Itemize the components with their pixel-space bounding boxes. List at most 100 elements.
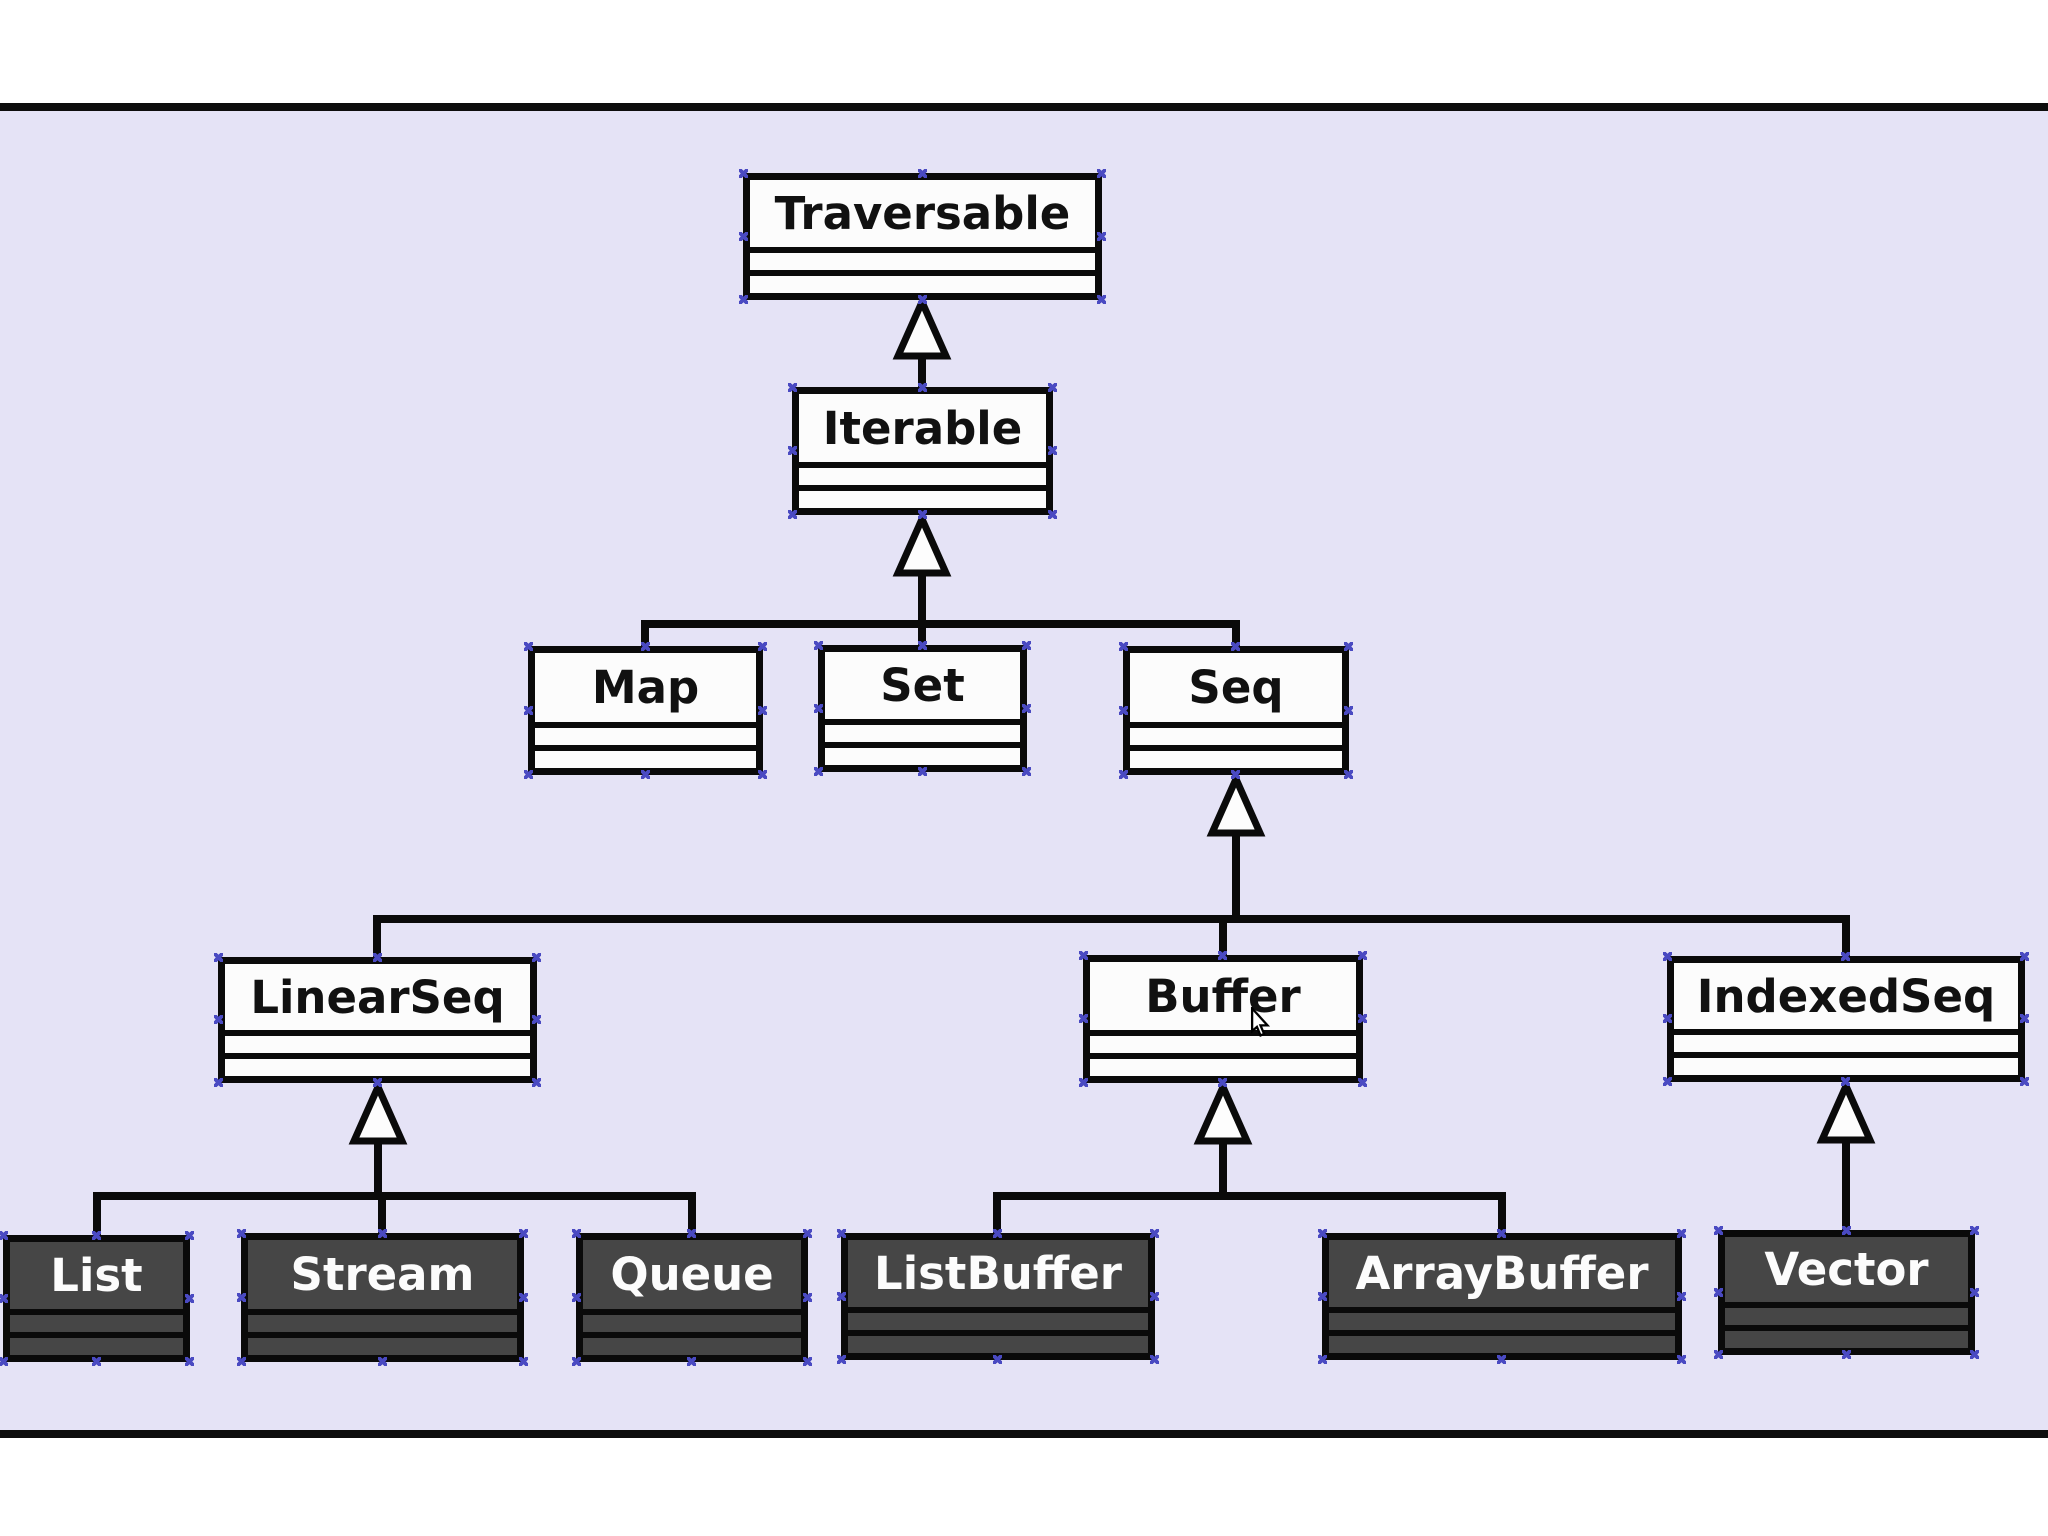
selection-handle[interactable] [185,1231,194,1240]
selection-handle[interactable] [1677,1291,1686,1301]
selection-handle[interactable] [0,1293,8,1303]
selection-handle[interactable] [572,1229,581,1238]
selection-handle[interactable] [1231,770,1240,779]
selection-handle[interactable] [1497,1355,1506,1364]
selection-handle[interactable] [524,642,533,651]
selection-handle[interactable] [837,1355,846,1364]
selection-handle[interactable] [1663,1077,1672,1086]
class-box-buffer[interactable]: Buffer [1079,951,1367,1087]
selection-handle[interactable] [758,705,767,715]
selection-handle[interactable] [524,705,533,715]
class-box-seq[interactable]: Seq [1119,642,1353,779]
class-box-vector[interactable]: Vector [1714,1226,1979,1359]
selection-handle[interactable] [1970,1226,1979,1235]
selection-handle[interactable] [1344,705,1353,715]
selection-handle[interactable] [917,767,927,776]
selection-handle[interactable] [1344,642,1353,651]
selection-handle[interactable] [372,1078,382,1087]
selection-handle[interactable] [917,295,927,304]
selection-handle[interactable] [237,1357,246,1366]
selection-handle[interactable] [1663,1014,1672,1023]
selection-handle[interactable] [519,1229,528,1238]
selection-handle[interactable] [739,169,748,178]
selection-handle[interactable] [1022,767,1031,776]
selection-handle[interactable] [1970,1287,1979,1297]
selection-handle[interactable] [1318,1355,1327,1364]
selection-handle[interactable] [1218,1078,1227,1087]
class-box-queue[interactable]: Queue [572,1229,812,1366]
selection-handle[interactable] [1048,383,1057,392]
selection-handle[interactable] [758,770,767,779]
selection-handle[interactable] [1150,1355,1159,1364]
selection-handle[interactable] [1097,169,1106,178]
selection-handle[interactable] [1841,952,1850,961]
selection-handle[interactable] [687,1357,696,1366]
selection-handle[interactable] [837,1291,846,1301]
selection-handle[interactable] [519,1292,528,1302]
selection-handle[interactable] [917,510,927,519]
class-box-list[interactable]: List [0,1231,194,1366]
selection-handle[interactable] [758,642,767,651]
selection-handle[interactable] [572,1357,581,1366]
selection-handle[interactable] [1497,1229,1506,1238]
selection-handle[interactable] [1231,642,1240,651]
selection-handle[interactable] [1677,1229,1686,1238]
selection-handle[interactable] [572,1292,581,1302]
selection-handle[interactable] [237,1292,246,1302]
selection-handle[interactable] [1079,1014,1088,1023]
selection-handle[interactable] [993,1355,1002,1364]
selection-handle[interactable] [803,1357,812,1366]
selection-handle[interactable] [917,641,927,650]
selection-handle[interactable] [1097,231,1106,241]
selection-handle[interactable] [640,770,650,779]
selection-handle[interactable] [377,1229,387,1238]
selection-handle[interactable] [1677,1355,1686,1364]
edge-iterable-to-traversable[interactable] [892,293,952,391]
selection-handle[interactable] [1079,951,1088,960]
selection-handle[interactable] [1714,1226,1723,1235]
edge-listbuffer-arraybuffer-to-buffer[interactable] [993,1078,1506,1237]
selection-handle[interactable] [1150,1229,1159,1238]
selection-handle[interactable] [1048,446,1057,455]
selection-handle[interactable] [1358,1078,1367,1087]
selection-handle[interactable] [1022,703,1031,713]
selection-handle[interactable] [837,1229,846,1238]
selection-handle[interactable] [2020,1077,2029,1086]
selection-handle[interactable] [1097,295,1106,304]
selection-handle[interactable] [1970,1350,1979,1359]
selection-handle[interactable] [1841,1350,1851,1359]
selection-handle[interactable] [214,1015,223,1024]
selection-handle[interactable] [803,1229,812,1238]
selection-handle[interactable] [1663,952,1672,961]
selection-handle[interactable] [1079,1078,1088,1087]
selection-handle[interactable] [2020,952,2029,961]
selection-handle[interactable] [1119,642,1128,651]
class-box-indexedseq[interactable]: IndexedSeq [1663,952,2029,1086]
selection-handle[interactable] [1022,641,1031,650]
selection-handle[interactable] [917,169,927,178]
selection-handle[interactable] [687,1229,696,1238]
class-box-arraybuffer[interactable]: ArrayBuffer [1318,1229,1686,1364]
selection-handle[interactable] [788,446,797,455]
selection-handle[interactable] [917,383,927,392]
selection-handle[interactable] [739,295,748,304]
selection-handle[interactable] [814,767,823,776]
selection-handle[interactable] [91,1231,101,1240]
selection-handle[interactable] [1714,1350,1723,1359]
selection-handle[interactable] [1318,1291,1327,1301]
selection-handle[interactable] [1218,951,1227,960]
selection-handle[interactable] [377,1357,387,1366]
selection-handle[interactable] [788,510,797,519]
edge-list-stream-queue-to-linearseq[interactable] [93,1078,696,1239]
class-box-listbuffer[interactable]: ListBuffer [837,1229,1159,1364]
selection-handle[interactable] [1318,1229,1327,1238]
selection-handle[interactable] [91,1357,101,1366]
selection-handle[interactable] [993,1229,1002,1238]
selection-handle[interactable] [532,953,541,962]
selection-handle[interactable] [1841,1226,1851,1235]
selection-handle[interactable] [788,383,797,392]
edge-linearseq-buffer-indexedseq-to-seq[interactable] [373,770,1850,961]
selection-handle[interactable] [1119,770,1128,779]
selection-handle[interactable] [185,1293,194,1303]
selection-handle[interactable] [214,953,223,962]
